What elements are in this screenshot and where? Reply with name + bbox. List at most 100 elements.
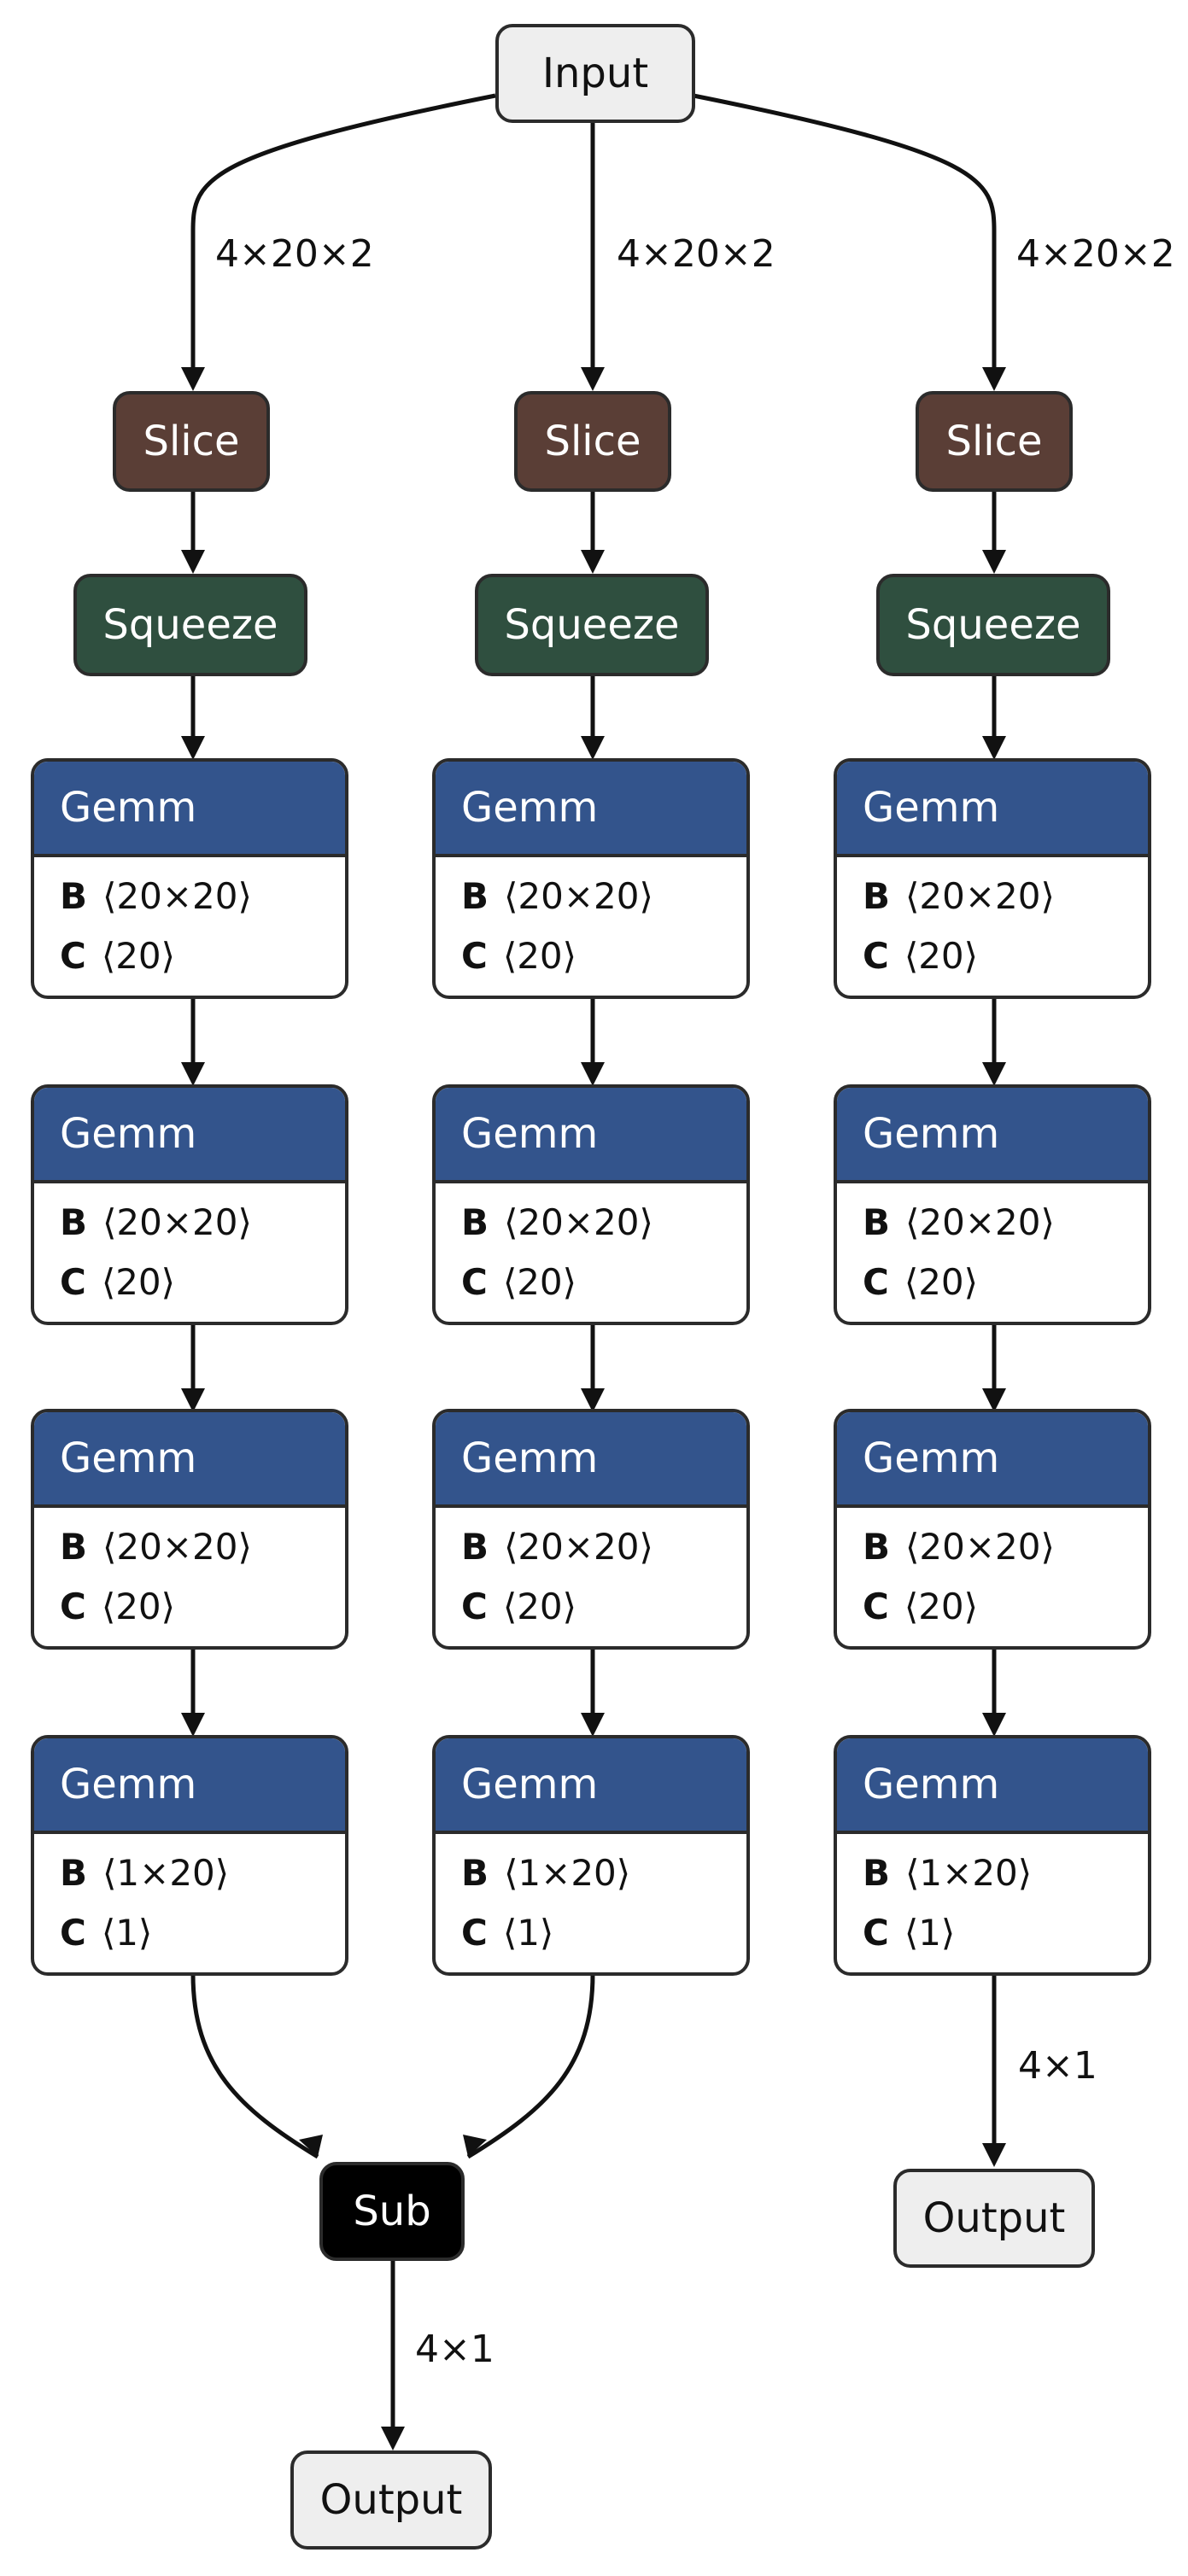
edge-input-slice1 — [190, 93, 496, 383]
output-node-2[interactable]: Output — [893, 2169, 1095, 2268]
edge-label-input-slice1: 4×20×2 — [215, 232, 374, 276]
arrowhead — [581, 736, 605, 760]
slice-node-1[interactable]: Slice — [113, 391, 270, 492]
edge-gemm1-sub — [190, 1973, 319, 2159]
param-key: C — [60, 1585, 86, 1627]
param-key: C — [60, 934, 86, 977]
param-value: ⟨1⟩ — [502, 1911, 554, 1954]
gemm-node[interactable]: Gemm B⟨1×20⟩ C⟨1⟩ — [31, 1735, 348, 1976]
arrowhead — [581, 550, 605, 574]
squeeze-node-1[interactable]: Squeeze — [73, 574, 307, 676]
arrowhead — [982, 1388, 1006, 1412]
arrowhead — [299, 2135, 323, 2157]
gemm-param-b: B ⟨20×20⟩ — [837, 1516, 1148, 1576]
edge-gemm2-sub — [466, 1973, 595, 2159]
arrowhead — [581, 1062, 605, 1086]
arrowhead — [982, 2143, 1006, 2167]
gemm-param-b: B⟨20×20⟩ — [34, 866, 345, 926]
gemm-param-b: B⟨20×20⟩ — [436, 1192, 746, 1252]
param-value: ⟨1×20⟩ — [504, 1851, 631, 1894]
param-key: B — [461, 1851, 489, 1894]
param-key: C — [60, 1911, 86, 1954]
arrowheads — [181, 367, 1006, 2450]
gemm-header: Gemm — [34, 762, 345, 857]
gemm-node[interactable]: Gemm B⟨20×20⟩ C⟨20⟩ — [31, 1409, 348, 1650]
gemm-header: Gemm — [436, 1088, 746, 1183]
param-value: ⟨20×20⟩ — [905, 1200, 1055, 1243]
gemm-header: Gemm — [436, 762, 746, 857]
gemm-node[interactable]: Gemm B⟨20×20⟩ C⟨20⟩ — [432, 1084, 750, 1325]
param-key: B — [461, 1525, 489, 1568]
param-value: ⟨20⟩ — [101, 1585, 176, 1627]
gemm-node[interactable]: Gemm B⟨20×20⟩ C⟨20⟩ — [834, 758, 1151, 999]
param-value: ⟨20⟩ — [502, 1260, 577, 1303]
edge-label-gemm3-output: 4×1 — [1018, 2044, 1097, 2088]
gemm-header: Gemm — [436, 1738, 746, 1834]
param-key: B — [60, 1525, 88, 1568]
param-key: B — [863, 1200, 891, 1243]
arrowhead — [181, 1062, 205, 1086]
gemm-node[interactable]: Gemm B ⟨20×20⟩ C⟨20⟩ — [432, 1409, 750, 1650]
gemm-param-c: C⟨1⟩ — [436, 1902, 746, 1962]
param-key: B — [863, 1851, 891, 1894]
gemm-param-b: B⟨20×20⟩ — [34, 1516, 345, 1576]
gemm-node[interactable]: Gemm B⟨20×20⟩ C⟨20⟩ — [834, 1084, 1151, 1325]
gemm-header: Gemm — [34, 1088, 345, 1183]
param-key: B — [863, 1525, 891, 1568]
param-value: ⟨20×20⟩ — [504, 1525, 653, 1568]
param-value: ⟨20⟩ — [904, 1585, 979, 1627]
param-key: C — [863, 1585, 889, 1627]
param-value: ⟨20×20⟩ — [504, 874, 653, 917]
gemm-node[interactable]: Gemm B⟨20×20⟩ C⟨20⟩ — [432, 758, 750, 999]
gemm-header: Gemm — [837, 1412, 1148, 1508]
input-node[interactable]: Input — [495, 24, 695, 123]
slice-node-3[interactable]: Slice — [916, 391, 1073, 492]
gemm-node[interactable]: Gemm B⟨1×20⟩ C⟨1⟩ — [834, 1735, 1151, 1976]
param-value: ⟨20×20⟩ — [102, 1200, 252, 1243]
arrowhead — [581, 1713, 605, 1737]
gemm-param-c: C⟨20⟩ — [837, 926, 1148, 985]
gemm-node[interactable]: Gemm B ⟨20×20⟩ C ⟨20⟩ — [834, 1409, 1151, 1650]
arrowhead — [181, 736, 205, 760]
gemm-node[interactable]: Gemm B⟨20×20⟩ C ⟨20⟩ — [31, 758, 348, 999]
squeeze-node-3[interactable]: Squeeze — [876, 574, 1110, 676]
arrowhead — [982, 1713, 1006, 1737]
gemm-header: Gemm — [34, 1738, 345, 1834]
arrowhead — [181, 1713, 205, 1737]
arrowhead — [581, 367, 605, 391]
gemm-param-c: C⟨20⟩ — [436, 1576, 746, 1636]
param-value: ⟨20⟩ — [101, 934, 176, 977]
gemm-header: Gemm — [436, 1412, 746, 1508]
slice-node-2[interactable]: Slice — [514, 391, 671, 492]
gemm-param-c: C⟨1⟩ — [34, 1902, 345, 1962]
param-key: B — [461, 874, 489, 917]
param-value: ⟨20⟩ — [502, 1585, 577, 1627]
arrowhead — [463, 2135, 487, 2157]
param-value: ⟨20×20⟩ — [905, 1525, 1055, 1568]
edge-label-sub-output: 4×1 — [415, 2328, 495, 2371]
param-value: ⟨20×20⟩ — [504, 1200, 653, 1243]
gemm-param-c: C ⟨20⟩ — [837, 1576, 1148, 1636]
param-key: C — [863, 1911, 889, 1954]
output-node-1[interactable]: Output — [290, 2450, 492, 2550]
arrowhead — [181, 1388, 205, 1412]
gemm-header: Gemm — [837, 1088, 1148, 1183]
param-value: ⟨20×20⟩ — [905, 874, 1055, 917]
param-key: C — [461, 934, 488, 977]
sub-node[interactable]: Sub — [319, 2162, 465, 2261]
param-key: C — [60, 1260, 86, 1303]
gemm-param-b: B ⟨20×20⟩ — [436, 866, 746, 926]
param-value: ⟨1×20⟩ — [905, 1851, 1033, 1894]
arrowhead — [982, 550, 1006, 574]
arrowhead — [982, 736, 1006, 760]
gemm-header: Gemm — [837, 1738, 1148, 1834]
param-key: B — [60, 874, 88, 917]
param-key: B — [60, 1851, 88, 1894]
squeeze-node-2[interactable]: Squeeze — [475, 574, 709, 676]
gemm-node[interactable]: Gemm B⟨20×20⟩ C⟨20⟩ — [31, 1084, 348, 1325]
edge-label-input-slice2: 4×20×2 — [617, 232, 775, 276]
gemm-node[interactable]: Gemm B ⟨1×20⟩ C⟨1⟩ — [432, 1735, 750, 1976]
gemm-param-b: B⟨20×20⟩ — [837, 866, 1148, 926]
param-value: ⟨20⟩ — [904, 1260, 979, 1303]
